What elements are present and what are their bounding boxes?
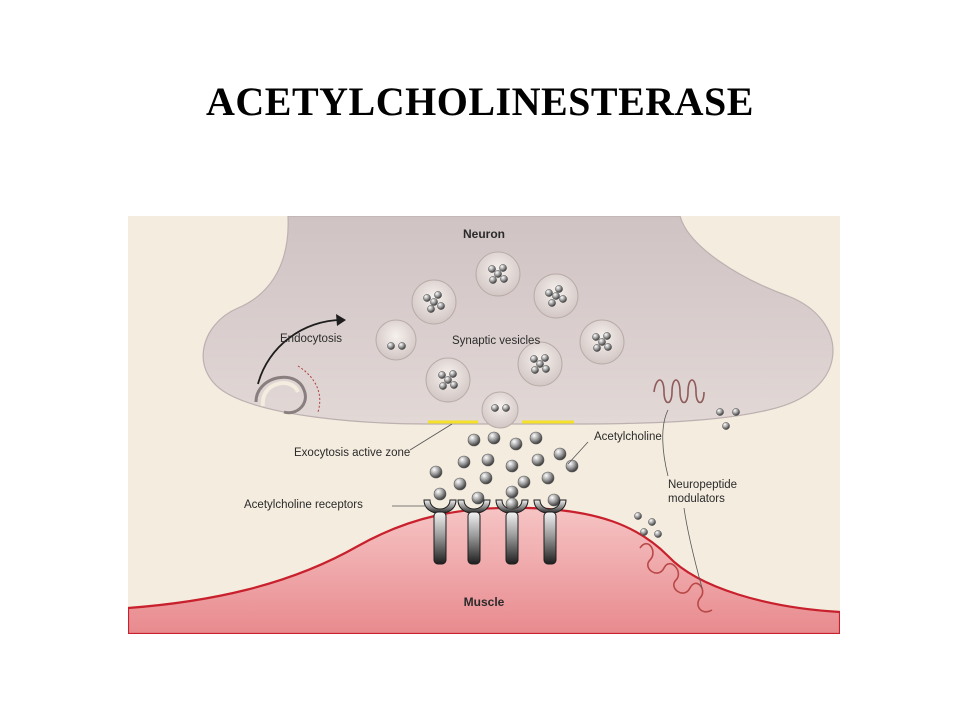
neuron-terminal [202, 216, 834, 425]
label-endocytosis: Endocytosis [280, 333, 342, 345]
acetylcholine-receptor [457, 499, 491, 565]
label-acetylcholine: Acetylcholine [594, 431, 662, 443]
synaptic-vesicle [533, 273, 579, 319]
label-acetylcholine-receptors: Acetylcholine receptors [244, 499, 363, 511]
synaptic-vesicle [579, 319, 625, 365]
acetylcholine-receptor [495, 497, 529, 565]
synaptic-vesicle [517, 341, 563, 387]
leader-acetylcholine [567, 441, 589, 465]
label-neuropeptide-modulators-line2: modulators [668, 493, 725, 505]
leader-neuropeptide-bottom [683, 507, 703, 589]
endocytosis-pit [254, 365, 321, 415]
acetylcholine-receptor [533, 499, 567, 565]
synapse-diagram: Neuron Endocytosis Synaptic vesicles Exo… [128, 216, 840, 634]
label-neuropeptide-modulators-line1: Neuropeptide [668, 479, 737, 491]
label-synaptic-vesicles: Synaptic vesicles [452, 335, 540, 347]
fusing-vesicle [481, 391, 519, 429]
label-neuron: Neuron [463, 227, 505, 241]
synaptic-vesicle [425, 357, 471, 403]
leader-neuropeptide-top [662, 409, 669, 477]
endocytosis-arrow-icon [257, 314, 346, 385]
label-muscle: Muscle [464, 595, 505, 609]
synaptic-vesicle [411, 279, 457, 325]
leader-exocytosis [409, 423, 453, 451]
slide-title: ACETYLCHOLINESTERASE [206, 79, 754, 124]
neuropeptide-coil-muscle [639, 542, 713, 613]
label-exocytosis-active-zone: Exocytosis active zone [294, 447, 410, 459]
muscle-cell [128, 506, 840, 634]
acetylcholine-receptor [423, 499, 457, 565]
synaptic-vesicle [375, 319, 417, 361]
synapse-svg: Neuron Endocytosis Synaptic vesicles Exo… [128, 216, 840, 634]
synaptic-vesicle [475, 251, 521, 297]
neuropeptide-coil-neuron [653, 379, 705, 404]
